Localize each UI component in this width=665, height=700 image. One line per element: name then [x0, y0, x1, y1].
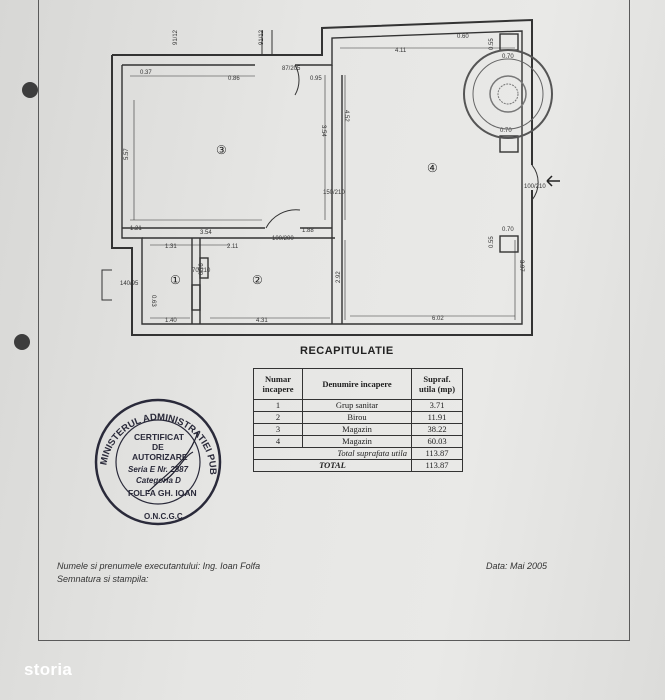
stamp-bottom-text: O.N.C.G.C. [144, 512, 185, 521]
date-line: Data: Mai 2005 [486, 561, 548, 571]
door-label: 70/210 [192, 268, 211, 274]
dim-label: 0.55 [489, 38, 495, 50]
door-label: 150/210 [323, 190, 345, 196]
stamp-line: Seria E Nr. 2887 [128, 465, 189, 474]
storia-logo: storia [24, 660, 73, 679]
total-label: TOTAL [253, 459, 412, 472]
stamp-line: CERTIFICAT [134, 432, 185, 442]
cell-num: 4 [253, 435, 303, 448]
table-row: 3 Magazin 38.22 [253, 423, 463, 436]
cell-num: 3 [253, 423, 303, 436]
dim-label: 0.70 [502, 227, 514, 233]
round-stamp-large: MINISTERUL ADMINISTRATIEI PUBLICE O.N.C.… [94, 398, 222, 526]
door-label: 140/95 [120, 281, 139, 287]
dim-label: 2.11 [227, 244, 239, 250]
dim-label: 1.40 [165, 318, 177, 324]
dim-label: 6.02 [432, 316, 444, 322]
stamp-line: FOLFA GH. IOAN [128, 488, 197, 498]
table-row: 1 Grup sanitar 3.71 [253, 399, 463, 412]
recap-table: Numar incapere Denumire incapere Supraf.… [253, 368, 463, 472]
punch-hole [22, 82, 38, 98]
door-label: 91/12 [173, 29, 179, 45]
dim-label: 0.86 [228, 76, 240, 82]
room-number-1: ① [170, 273, 181, 287]
cell-num: 1 [253, 399, 303, 412]
dim-label: 5.57 [124, 148, 130, 160]
page-frame [38, 0, 630, 641]
total-useful-label: Total suprafata utila [253, 447, 412, 460]
room-number-2: ② [252, 273, 263, 287]
dim-label: 1.21 [130, 226, 142, 232]
dim-label: 0.60 [457, 34, 469, 40]
cell-num: 2 [253, 411, 303, 424]
door-label: 91/12 [259, 29, 265, 45]
dim-label: 4.11 [395, 48, 407, 54]
cell-name: Grup sanitar [302, 399, 412, 412]
dim-label: 4.31 [256, 318, 268, 324]
dim-label: 3.97 [518, 260, 524, 272]
punch-hole [14, 334, 30, 350]
total-useful-value: 113.87 [411, 447, 463, 460]
stamp-line: Categoria D [136, 476, 181, 485]
recap-title: RECAPITULATIE [300, 345, 394, 357]
dim-label: 0.95 [310, 76, 322, 82]
total-value: 113.87 [411, 459, 463, 472]
col-header: Numar incapere [253, 368, 303, 400]
stamp-line: DE [152, 442, 164, 452]
table-row: 2 Birou 11.91 [253, 411, 463, 424]
dim-label: 3.54 [200, 230, 212, 236]
dim-label: 1.31 [165, 244, 177, 250]
round-stamp-small [463, 49, 553, 139]
door-label: 100/200 [272, 236, 294, 242]
executant-line: Numele si prenumele executantului: Ing. … [57, 561, 261, 571]
cell-name: Magazin [302, 435, 412, 448]
dim-label: 0.70 [500, 128, 512, 134]
cell-name: Birou [302, 411, 412, 424]
room-number-4: ④ [427, 161, 438, 175]
dim-label: 0.76 [199, 263, 205, 275]
cell-area: 11.91 [411, 411, 463, 424]
signature-scribble [147, 431, 199, 493]
total-row: TOTAL 113.87 [253, 459, 463, 472]
col-header: Supraf. utila (mp) [411, 368, 463, 400]
signature-line: Semnatura si stampila: [57, 574, 149, 584]
dim-label: 3.54 [320, 125, 326, 137]
door-label: 87/205 [282, 66, 301, 72]
cell-area: 60.03 [411, 435, 463, 448]
dim-label: 2.92 [336, 271, 342, 283]
cell-area: 3.71 [411, 399, 463, 412]
dim-label: 4.52 [343, 110, 349, 122]
col-header: Denumire incapere [302, 368, 412, 400]
table-row: 4 Magazin 60.03 [253, 435, 463, 448]
dim-label: 0.63 [150, 295, 156, 307]
cell-area: 38.22 [411, 423, 463, 436]
total-useful-row: Total suprafata utila 113.87 [253, 447, 463, 460]
dim-label: 0.55 [489, 236, 495, 248]
room-number-3: ③ [216, 143, 227, 157]
stamp-line: AUTORIZARE [132, 452, 188, 462]
dim-label: 0.70 [502, 54, 514, 60]
dim-label: 0.37 [140, 70, 152, 76]
dim-label: 1.88 [302, 228, 314, 234]
cell-name: Magazin [302, 423, 412, 436]
door-label: 100/210 [524, 184, 546, 190]
